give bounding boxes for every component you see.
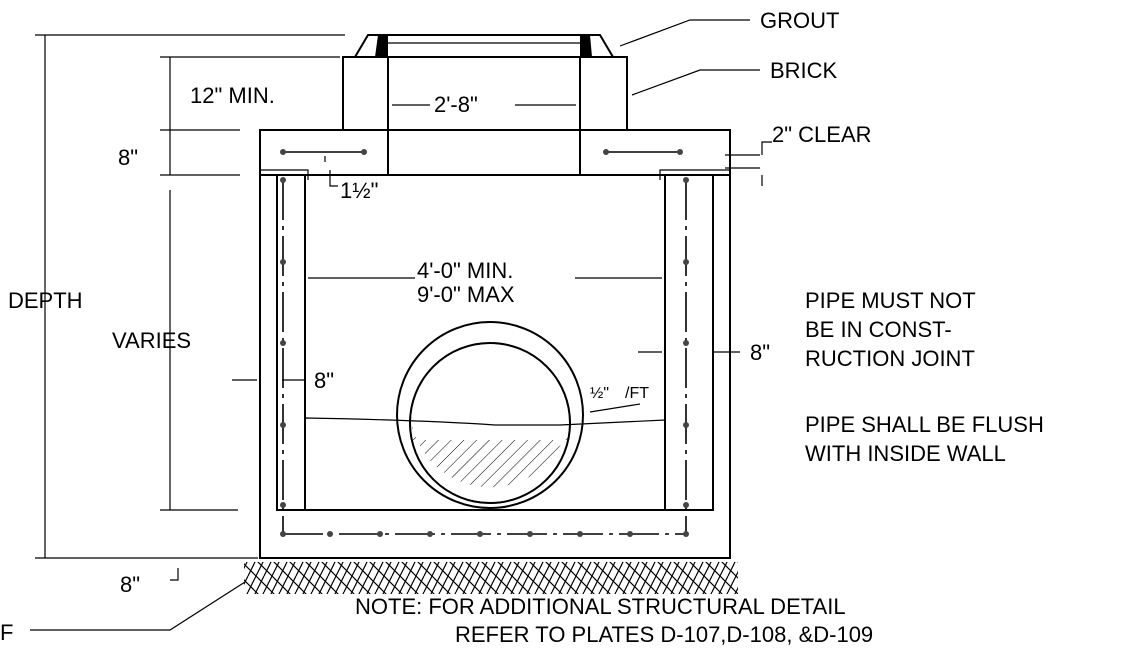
pipe-note-line-3: RUCTION JOINT	[805, 346, 975, 371]
brick-label: BRICK	[770, 58, 838, 83]
flush-note-line-1: PIPE SHALL BE FLUSH	[805, 412, 1044, 437]
depth-label: DEPTH	[8, 288, 83, 313]
partial-left-label: F	[0, 620, 13, 645]
outlet-pipe	[396, 321, 584, 509]
earth-hatch	[244, 562, 738, 594]
flush-note-line-2: WITH INSIDE WALL	[805, 441, 1006, 466]
pipe-note-line-2: BE IN CONST-	[805, 317, 952, 342]
structural-note-line-1: NOTE: FOR ADDITIONAL STRUCTURAL DETAIL	[355, 594, 846, 619]
one-half-label: 1½"	[340, 178, 378, 203]
slope-num-label: ½"	[590, 385, 609, 402]
structural-note-line-2: REFER TO PLATES D-107,D-108, &D-109	[455, 622, 873, 647]
wall-right-8-label: 8"	[750, 340, 770, 365]
grout-joint	[353, 34, 615, 58]
top-slab-8-label: 8"	[118, 145, 138, 170]
wall-left-8-label: 8"	[314, 368, 334, 393]
slope-unit-label: /FT	[625, 385, 649, 402]
top-slab	[259, 129, 731, 180]
width-min-label: 4'-0" MIN.	[417, 258, 513, 283]
manhole-base	[259, 174, 731, 559]
varies-label: VARIES	[112, 328, 191, 353]
pipe-note-line-1: PIPE MUST NOT	[805, 288, 976, 313]
bottom-8-label: 8"	[120, 572, 140, 597]
min-12-label: 12" MIN.	[190, 83, 275, 108]
dimension-lines	[30, 19, 772, 631]
grout-label: GROUT	[760, 8, 839, 33]
brick-collar	[342, 56, 628, 131]
width-max-label: 9'-0" MAX	[417, 282, 515, 307]
width-2-8-label: 2'-8"	[434, 92, 478, 117]
chamber-bench	[304, 175, 666, 511]
clear-label: 2" CLEAR	[772, 122, 872, 147]
